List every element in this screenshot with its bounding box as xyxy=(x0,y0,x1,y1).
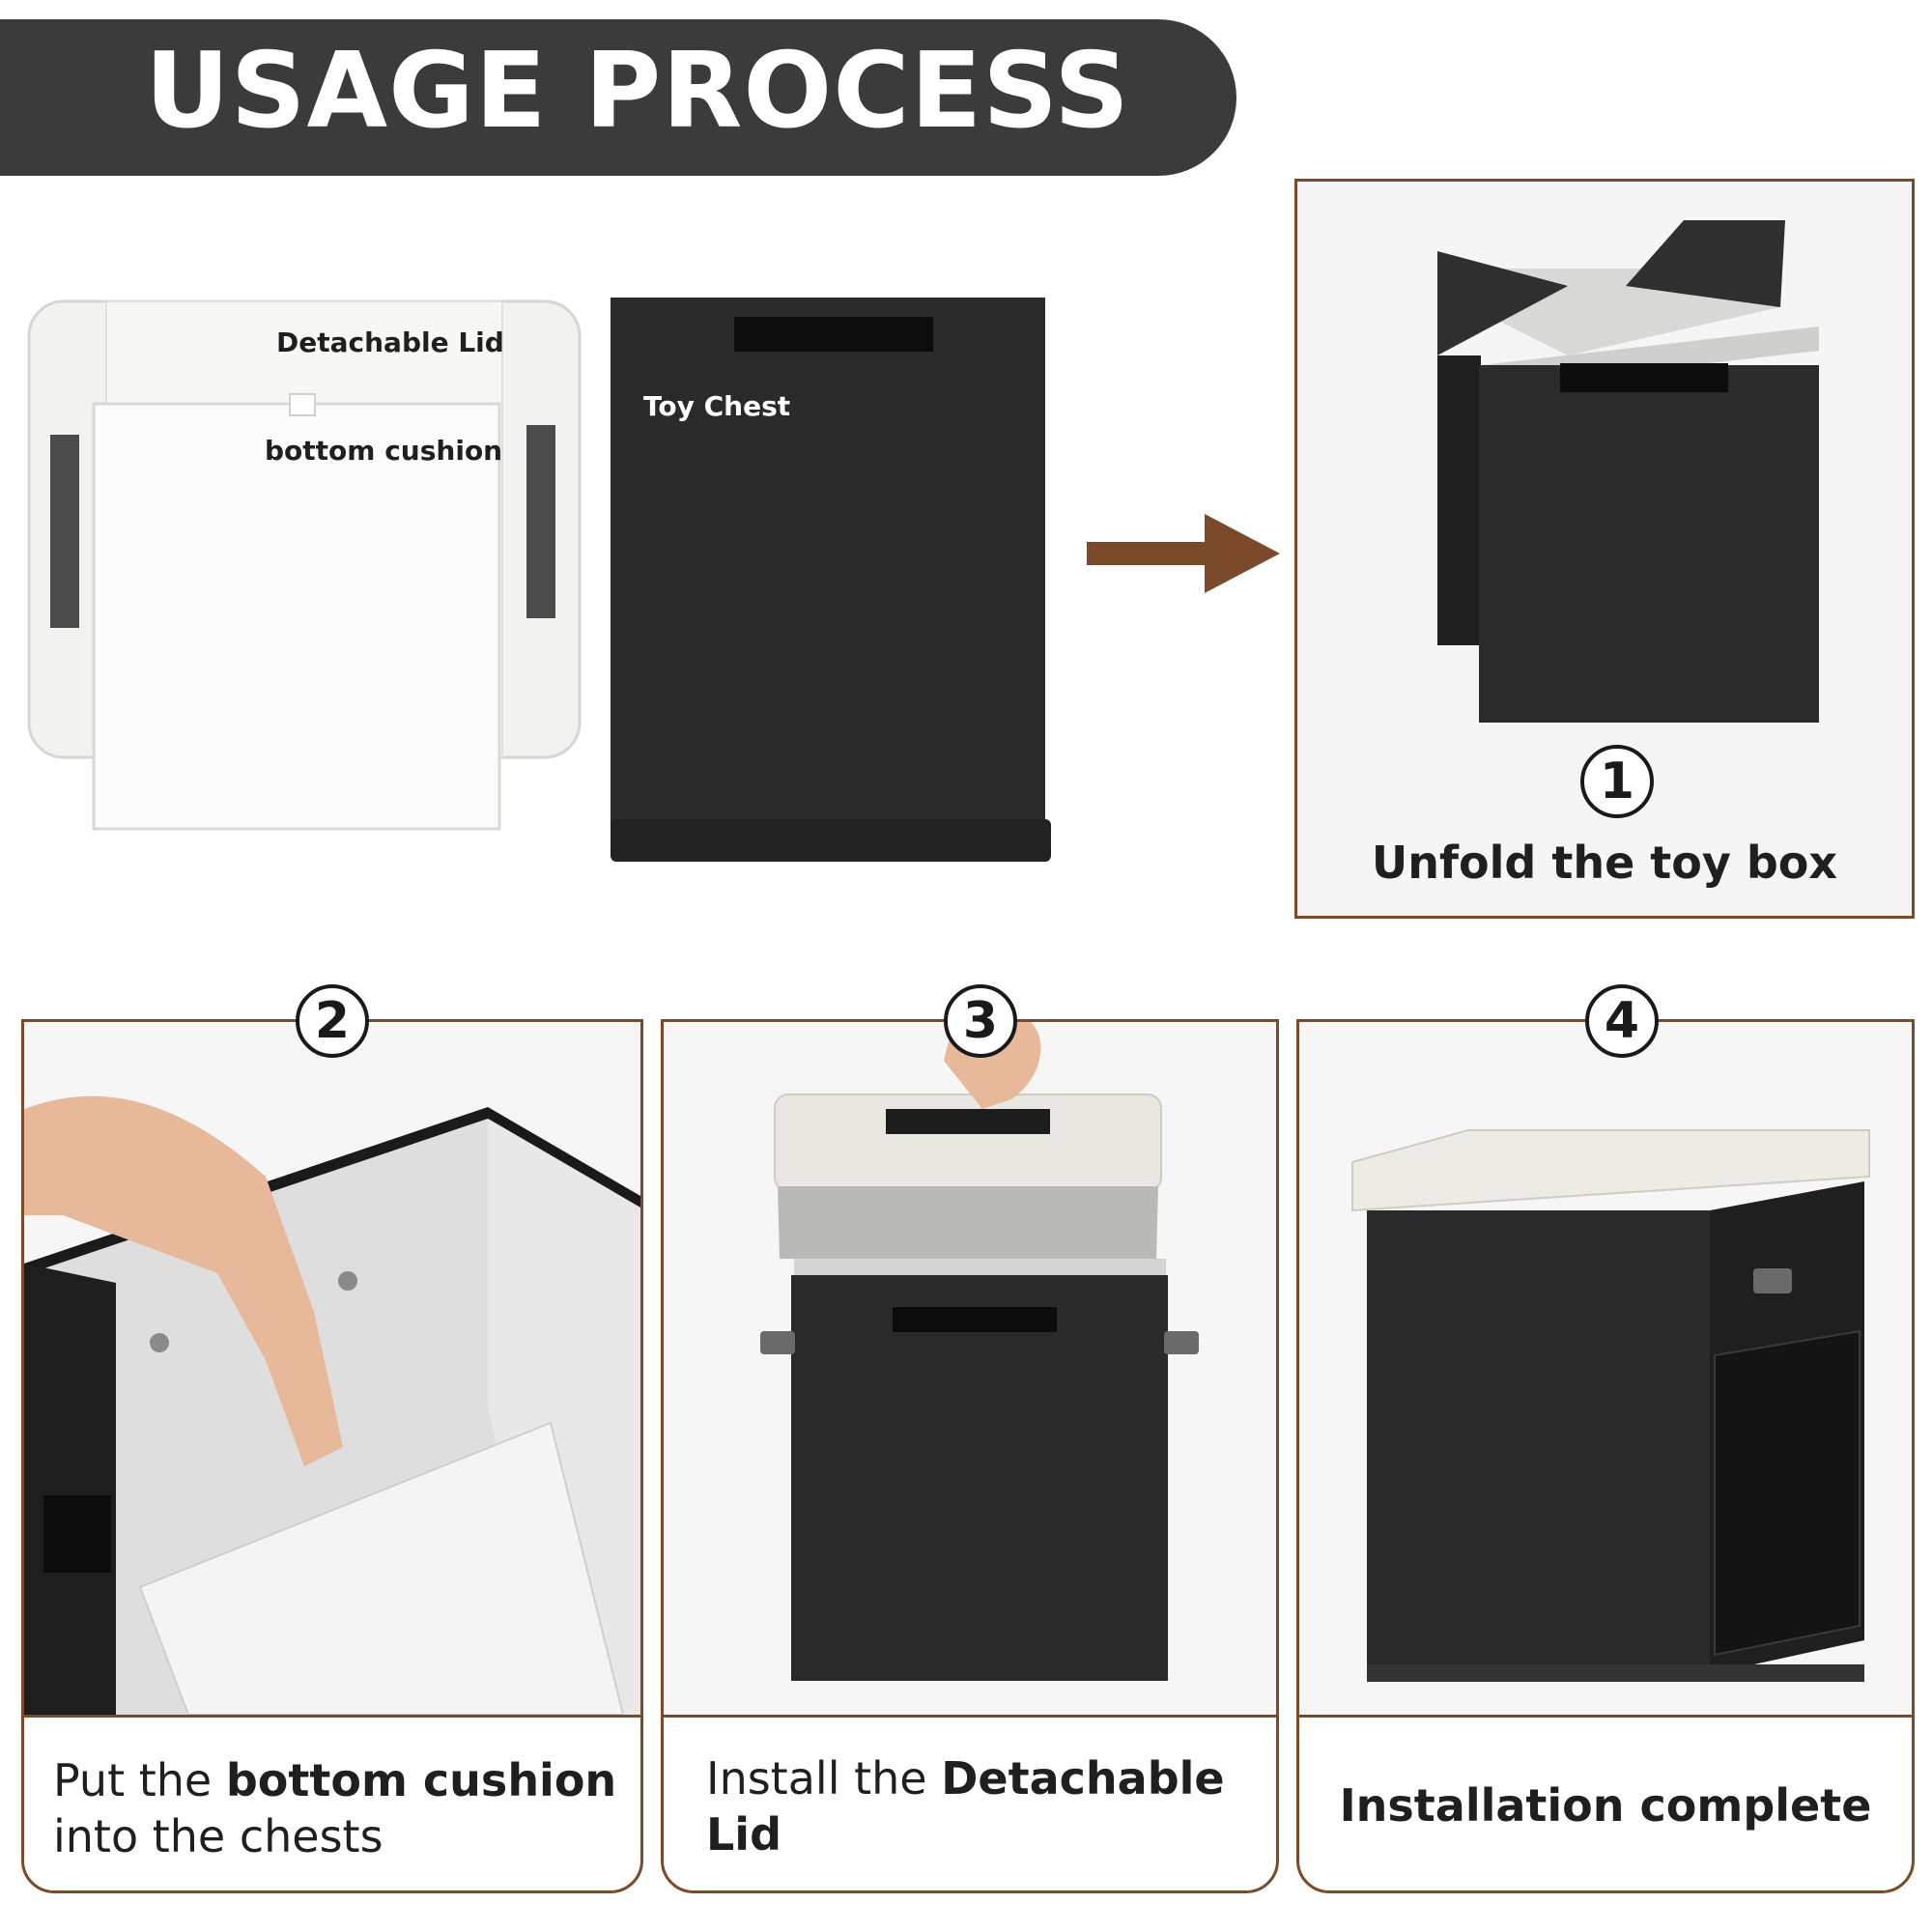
unfolded-box-drawing xyxy=(1437,220,1819,723)
lid-label: Detachable Lid xyxy=(276,327,504,358)
step-3-caption-pre: Install the xyxy=(706,1752,942,1804)
step-3-caption-bold: Detachable Lid xyxy=(706,1752,1225,1861)
step-2-caption-bold: bottom cushion xyxy=(225,1754,617,1806)
step-2-panel: Put the bottom cushion into the chests xyxy=(21,1019,643,1893)
step-4-caption-bold: Installation complete xyxy=(1339,1779,1872,1832)
step-1-caption: Unfold the toy box xyxy=(1371,837,1838,889)
step-4-caption-area: Installation complete xyxy=(1299,1715,1912,1890)
step-3-caption: Install the Detachable Lid xyxy=(706,1750,1266,1862)
step-2-caption-area: Put the bottom cushion into the chests xyxy=(24,1715,640,1890)
step-4-caption: Installation complete xyxy=(1299,1777,1912,1833)
cushion-label: bottom cushion xyxy=(265,435,503,467)
step-1-badge: 1 xyxy=(1580,745,1654,818)
cushion-insert-drawing xyxy=(24,1022,640,1715)
step-2-caption: Put the bottom cushion into the chests xyxy=(53,1752,633,1864)
parts-illustration xyxy=(19,290,1082,869)
step-3-badge: 3 xyxy=(944,984,1017,1058)
step-3-panel: Install the Detachable Lid xyxy=(661,1019,1279,1893)
step-4-badge: 4 xyxy=(1585,984,1659,1058)
chest-label: Toy Chest xyxy=(643,390,791,422)
step-3-caption-area: Install the Detachable Lid xyxy=(664,1715,1276,1890)
complete-box-drawing xyxy=(1299,1022,1912,1715)
step-1-panel: 1 Unfold the toy box xyxy=(1294,179,1915,919)
step-2-caption-post: into the chests xyxy=(53,1810,384,1862)
install-lid-drawing xyxy=(664,1022,1276,1715)
page-title: USAGE PROCESS xyxy=(145,31,1130,152)
header-banner xyxy=(0,19,1236,176)
step-4-panel: Installation complete xyxy=(1296,1019,1915,1893)
arrow-right-icon xyxy=(1087,512,1280,595)
step-2-caption-pre: Put the xyxy=(53,1754,226,1806)
parts-drawing xyxy=(27,298,1051,862)
step-2-badge: 2 xyxy=(296,984,369,1058)
